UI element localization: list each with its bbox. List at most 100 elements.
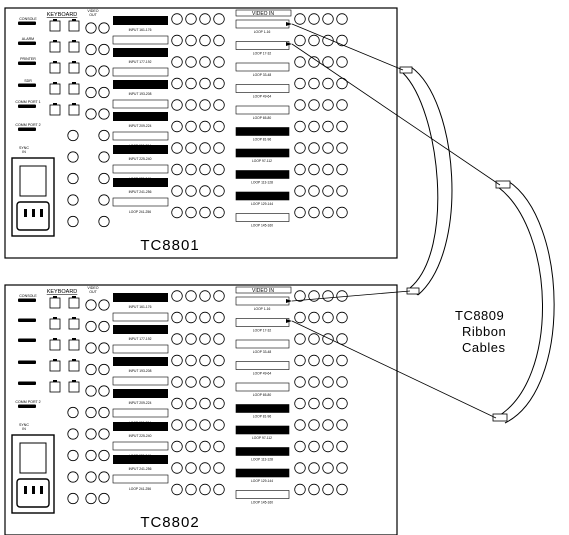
input-range-label: INPUT 241-256 <box>129 467 152 471</box>
bnc-connector-icon <box>85 43 97 56</box>
bnc-connector-icon <box>171 376 183 388</box>
ribbon-plug-icon <box>495 180 511 189</box>
rj-jack-icon <box>68 318 80 330</box>
pin <box>40 486 43 494</box>
video-in-label: VIDEO IN <box>252 11 274 17</box>
loop-box <box>235 148 290 158</box>
bnc-connector-icon <box>199 34 211 47</box>
bnc-connector-icon <box>308 185 320 197</box>
bnc-connector-icon <box>213 354 225 367</box>
bnc-connector-icon <box>185 397 197 410</box>
jack-tab <box>72 103 76 105</box>
db9-connector-icon <box>18 404 36 408</box>
panel-outline <box>4 284 398 535</box>
bnc-connector-icon <box>171 419 183 431</box>
bnc-connector-icon <box>67 194 79 206</box>
input-range-label: INPUT 193-208 <box>129 92 152 96</box>
bnc-connector-icon <box>98 151 110 163</box>
bnc-connector-icon <box>213 185 225 197</box>
bnc-connector-icon <box>185 376 197 388</box>
ribbon-cable-label: TC8809 Ribbon Cables <box>455 308 506 355</box>
input-header-bar <box>113 455 168 464</box>
bnc-connector-icon <box>185 206 197 219</box>
input-range-label: INPUT 225-240 <box>129 157 152 161</box>
bnc-connector-icon <box>98 471 110 483</box>
loop-box <box>112 376 169 386</box>
bnc-connector-icon <box>171 333 183 345</box>
db9-connector-icon <box>18 318 36 322</box>
rj-jack-icon <box>68 297 80 309</box>
loop-box <box>235 19 290 29</box>
port-label: SDR <box>24 79 32 83</box>
loop-range-label: LOOP 241-256 <box>129 210 151 214</box>
db9-connector-icon <box>18 298 36 302</box>
bnc-connector-icon <box>336 120 348 133</box>
bnc-connector-icon <box>336 13 348 25</box>
jack-tab <box>53 61 57 63</box>
port-label: CONSOLE <box>19 294 37 298</box>
bnc-connector-icon <box>322 13 334 25</box>
bnc-connector-icon <box>199 142 211 154</box>
loop-box <box>112 312 169 322</box>
input-range-label: INPUT 161-176 <box>129 305 152 309</box>
bnc-connector-icon <box>308 56 320 68</box>
loop-range-label: LOOP 17-32 <box>253 329 272 333</box>
loop-box <box>112 197 169 207</box>
bnc-connector-icon <box>294 440 306 453</box>
loop-range-label: LOOP 129-144 <box>251 479 273 483</box>
bnc-connector-icon <box>213 34 225 47</box>
bnc-connector-icon <box>294 376 306 388</box>
bnc-connector-icon <box>98 172 110 185</box>
bnc-connector-icon <box>98 65 110 77</box>
bnc-connector-icon <box>213 290 225 302</box>
rj-jack-icon <box>49 339 61 351</box>
bnc-connector-icon <box>336 419 348 431</box>
db9-connector-icon <box>18 61 36 65</box>
keyboard-label: KEYBOARD <box>47 289 78 295</box>
loop-box <box>235 191 290 201</box>
video-out-label: VIDEO <box>87 286 98 290</box>
loop-range-label: LOOP 17-32 <box>253 52 272 56</box>
input-range-label: INPUT 177-192 <box>129 337 152 341</box>
loop-box <box>112 131 169 141</box>
bnc-connector-icon <box>98 194 110 206</box>
bnc-connector-icon <box>308 120 320 133</box>
loop-range-label: LOOP 1-16 <box>254 307 271 311</box>
bnc-connector-icon <box>185 142 197 154</box>
bnc-connector-icon <box>185 290 197 302</box>
bnc-connector-icon <box>336 440 348 453</box>
bnc-connector-icon <box>171 397 183 410</box>
bnc-connector-icon <box>294 290 306 302</box>
jack-tab <box>53 317 57 319</box>
bnc-connector-icon <box>336 206 348 219</box>
loop-range-label: LOOP 49-64 <box>253 372 272 376</box>
bnc-connector-icon <box>213 440 225 453</box>
bnc-connector-icon <box>308 142 320 154</box>
bnc-connector-icon <box>294 99 306 111</box>
bnc-connector-icon <box>171 290 183 302</box>
bnc-connector-icon <box>199 13 211 25</box>
loop-box <box>112 67 169 77</box>
input-header-bar <box>113 293 168 302</box>
cable-lead-line <box>291 320 497 419</box>
cable-model-text: TC8809 <box>455 308 504 323</box>
bnc-connector-icon <box>199 120 211 133</box>
loop-box <box>112 441 169 451</box>
bnc-connector-icon <box>294 142 306 154</box>
bnc-connector-icon <box>213 206 225 219</box>
db9-connector-icon <box>18 127 36 131</box>
bnc-connector-icon <box>199 483 211 496</box>
bnc-connector-icon <box>294 397 306 410</box>
bnc-connector-icon <box>171 311 183 324</box>
loop-range-label: LOOP 129-144 <box>251 202 273 206</box>
ribbon-cable-outline <box>410 66 453 296</box>
bnc-connector-icon <box>67 492 79 505</box>
loop-range-label: LOOP 97-112 <box>252 159 272 163</box>
db9-connector-icon <box>18 21 36 25</box>
unit-model-label: TC8802 <box>140 514 199 531</box>
bnc-connector-icon <box>199 333 211 345</box>
bnc-connector-icon <box>199 376 211 388</box>
bnc-connector-icon <box>213 462 225 474</box>
bnc-connector-icon <box>213 56 225 68</box>
bnc-connector-icon <box>294 354 306 367</box>
